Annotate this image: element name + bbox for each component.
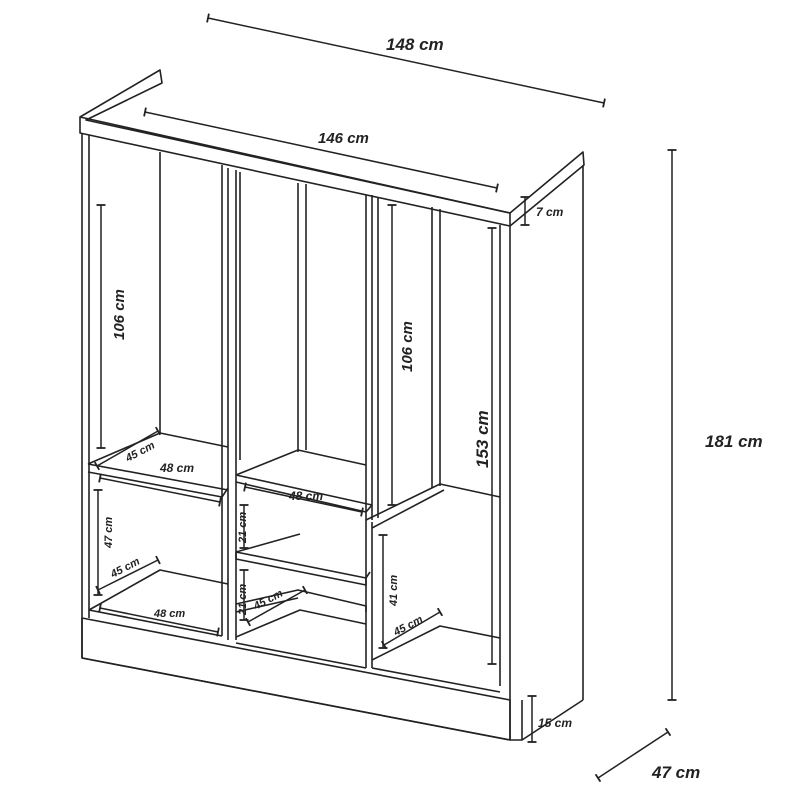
center-back-panel-left: [239, 172, 367, 520]
center-bottom-depth-dim: [245, 585, 308, 627]
base-height-label: 15 cm: [538, 716, 572, 730]
tall-hanging-label: 153 cm: [473, 410, 492, 468]
top-height-label: 7 cm: [536, 205, 564, 219]
center-drawer-bottom-label: 21 cm: [237, 584, 249, 616]
overall-width-dim: [206, 13, 606, 108]
base-front-edge: [81, 657, 511, 741]
center-shelf-width-dim: [243, 482, 364, 517]
dimension-lines: [93, 13, 677, 783]
right-lower-height-label: 41 cm: [388, 575, 400, 607]
center-shelf-width-label: 48 cm: [288, 489, 323, 503]
left-shelf-width-dim: [98, 473, 222, 507]
dimension-labels: 148 cm 146 cm 7 cm 181 cm 47 cm 15 cm 10…: [103, 35, 763, 782]
depth-label: 47 cm: [651, 763, 700, 782]
left-lower-depth-dim: [95, 555, 161, 595]
right-hanging-label: 106 cm: [399, 321, 416, 372]
top-board: [79, 69, 585, 227]
left-shelf-width-label: 48 cm: [159, 461, 194, 475]
left-middle-shelf: [87, 432, 229, 498]
left-bottom-width-dim: [98, 603, 220, 637]
left-shelf-depth-dim: [93, 426, 162, 471]
left-hanging-label: 106 cm: [111, 289, 128, 340]
center-drawer-top: [235, 533, 371, 586]
inner-width-label: 146 cm: [318, 130, 369, 147]
overall-width-label: 148 cm: [386, 35, 444, 54]
overall-height-label: 181 cm: [705, 432, 763, 451]
left-bottom-shelf: [88, 569, 229, 637]
inner-width-dim: [143, 107, 499, 193]
center-drawer-top-label: 21 cm: [237, 512, 249, 544]
depth-dim: [594, 727, 672, 783]
wardrobe-body: [79, 69, 585, 741]
right-bottom-shelf: [371, 625, 501, 693]
base-plinth: [81, 617, 523, 741]
center-bottom-depth-label: 45 cm: [251, 587, 285, 613]
top-board-front-edge: [79, 116, 511, 214]
left-shelf-depth-label: 45 cm: [123, 439, 157, 465]
right-back-panels: [371, 195, 441, 520]
right-lower-depth-dim: [380, 607, 444, 650]
left-lower-height-label: 47 cm: [103, 517, 115, 549]
right-middle-shelf: [365, 483, 501, 529]
left-bottom-width-label: 48 cm: [153, 608, 185, 620]
